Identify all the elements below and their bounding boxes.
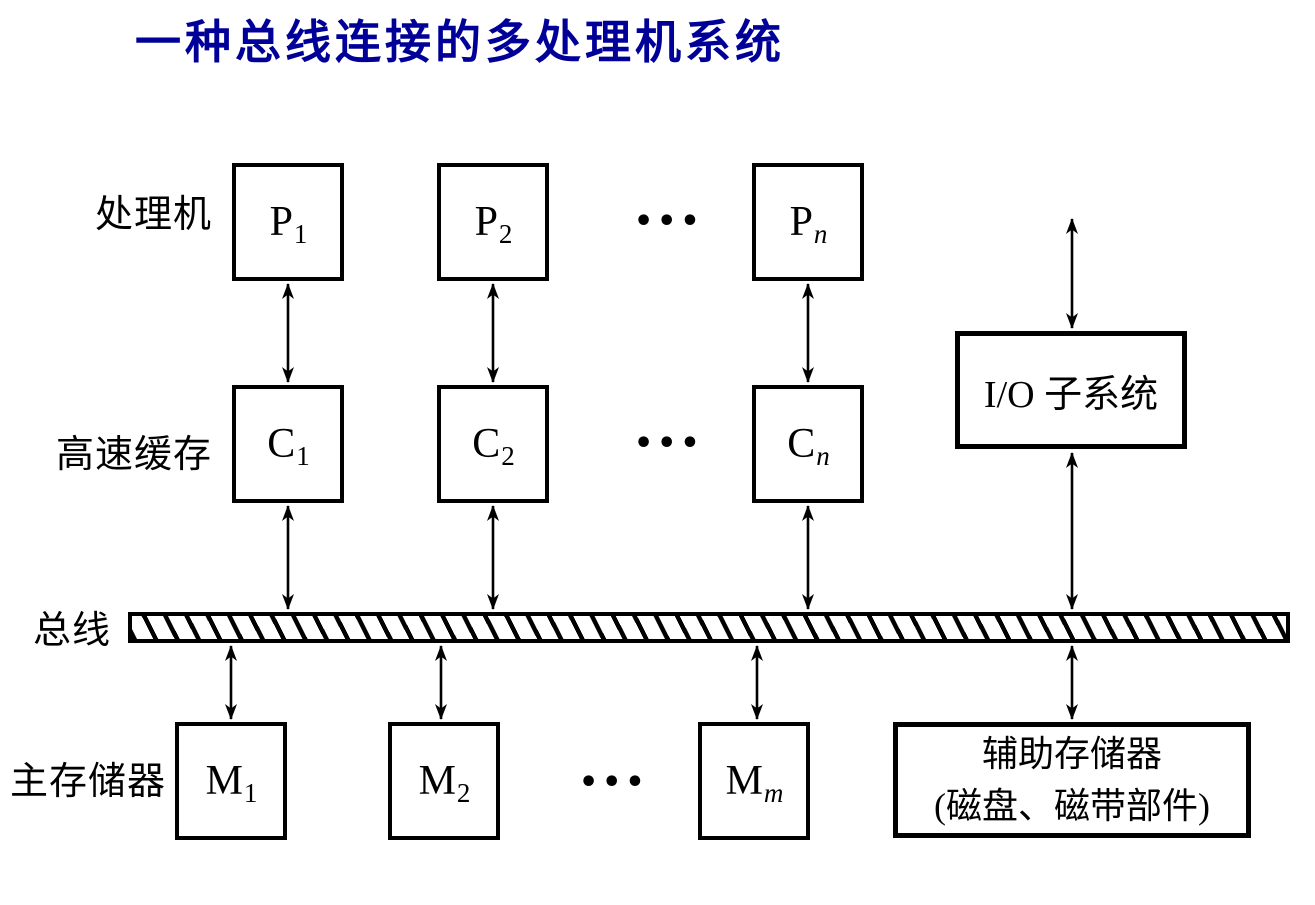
auxiliary-storage-label-line1: 辅助存储器 [981, 734, 1162, 774]
node-label: P [474, 199, 498, 245]
row-label-main-memory: 主存储器 [10, 761, 167, 803]
node-label: P [269, 199, 293, 245]
node-subscript: n [816, 440, 830, 471]
node-subscript: 2 [501, 440, 515, 471]
node-subscript: 1 [296, 440, 310, 471]
node-label: M [205, 758, 243, 804]
node-label: C [787, 421, 816, 467]
row-label-bus: 总线 [33, 610, 112, 652]
node-subscript: 2 [498, 218, 513, 249]
node-label: C [472, 421, 501, 467]
auxiliary-storage-label-line2: (磁盘、磁带部件) [934, 786, 1210, 826]
io-subsystem-label: I/O 子系统 [983, 373, 1159, 416]
node-io-subsystem: I/O 子系统 [955, 331, 1187, 449]
ellipsis-cache-row: ••• [634, 426, 704, 461]
ellipsis-memory-row: ••• [579, 765, 649, 800]
node-subscript: 1 [293, 218, 308, 249]
node-subscript: m [763, 777, 784, 808]
node-subscript: 2 [456, 777, 471, 808]
row-label-cache: 高速缓存 [56, 434, 213, 476]
node-subscript: n [813, 218, 828, 249]
node-label: M [725, 758, 763, 804]
node-label: M [418, 758, 456, 804]
bus-bar [128, 612, 1290, 643]
diagram-title: 一种总线连接的多处理机系统 [135, 17, 785, 68]
node-subscript: 1 [243, 777, 258, 808]
node-auxiliary-storage: 辅助存储器 (磁盘、磁带部件) [893, 722, 1251, 838]
node-label: P [789, 199, 813, 245]
node-label: C [267, 421, 296, 467]
ellipsis-processor-row: ••• [634, 204, 704, 239]
row-label-processor: 处理机 [95, 194, 213, 236]
